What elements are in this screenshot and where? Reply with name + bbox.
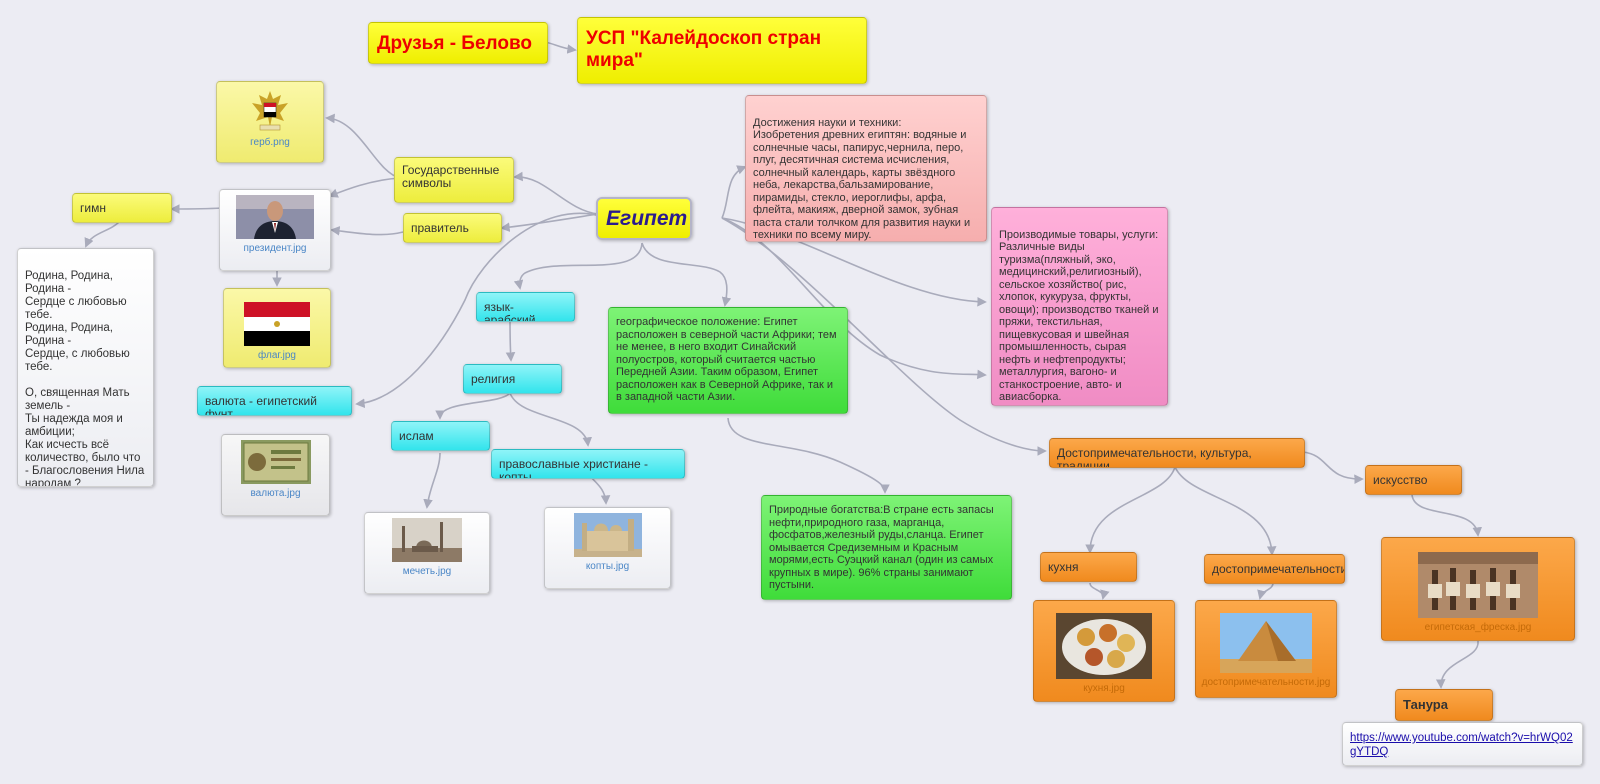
mosque-photo-icon [392,518,462,562]
science-text: Достижения науки и техники: Изобретения … [753,116,971,242]
pyramid-photo-icon [1220,613,1312,673]
art-image-node[interactable]: египетская_фреска.jpg [1381,537,1575,641]
ruler-node[interactable]: правитель [403,213,502,243]
geo-position-text: географическое положение: Египет располо… [616,316,837,403]
coptic-church-icon [573,513,642,557]
tanura-node[interactable]: Танура [1395,689,1493,721]
mosque-image-node[interactable]: мечеть.jpg [364,512,490,594]
language-node[interactable]: язык- арабский [476,292,575,322]
friends-belovo-node[interactable]: Друзья - Белово [368,22,548,64]
religion-label: религия [471,372,516,386]
banknote-icon [240,440,311,484]
anthem-text: Родина, Родина, Родина - Сердце с любовь… [25,270,145,487]
currency-caption[interactable]: валюта.jpg [250,488,301,499]
state-symbols-label: Государственные символы [402,163,500,190]
anthem-node[interactable]: гимн [72,193,172,223]
food-photo-icon [1056,613,1152,679]
ruler-label: правитель [411,221,469,235]
state-symbols-node[interactable]: Государственные символы [394,157,514,203]
sights-culture-label: Достопримечательности, культура, традици… [1057,446,1252,468]
natural-resources-node[interactable]: Природные богатства:В стране есть запасы… [761,495,1012,600]
youtube-link[interactable]: https://www.youtube.com/watch?v=hrWQ02gY… [1350,732,1573,758]
egypt-label: Египет [606,207,688,230]
sights-node[interactable]: достопримечательности [1204,554,1345,584]
anthem-label: гимн [80,201,106,215]
president-caption[interactable]: президент.jpg [243,243,307,254]
friends-belovo-label: Друзья - Белово [377,33,532,54]
flag-caption[interactable]: флаг.jpg [258,350,296,361]
natural-resources-text: Природные богатства:В стране есть запасы… [769,504,994,591]
currency-label: валюта - египетский фунт [205,394,317,416]
egypt-flag-icon [244,302,310,346]
flag-node[interactable]: флаг.jpg [223,288,331,368]
islam-node[interactable]: ислам [391,421,490,451]
islam-label: ислам [399,429,434,443]
mosque-caption[interactable]: мечеть.jpg [402,566,452,577]
usp-title-label: УСП "Калейдоскоп стран мира" [586,28,822,71]
president-photo-icon [236,195,314,239]
science-node[interactable]: Достижения науки и техники: Изобретения … [745,95,987,242]
sights-image-node[interactable]: достопримечательности.jpg [1195,600,1337,698]
copts-image-node[interactable]: копты.jpg [544,507,671,589]
currency-image-node[interactable]: валюта.jpg [221,434,330,516]
tanura-label: Танура [1403,697,1448,712]
coat-of-arms-node[interactable]: герб.png [216,81,324,163]
egypt-central-node[interactable]: Египет [596,197,692,240]
art-caption[interactable]: египетская_фреска.jpg [1424,622,1532,633]
goods-services-text: Производимые товары, услуги: Различные в… [999,228,1159,404]
art-label: искусство [1373,473,1428,487]
geo-position-node[interactable]: географическое положение: Египет располо… [608,307,848,414]
language-label: язык- арабский [484,300,536,322]
coat-of-arms-caption[interactable]: герб.png [250,137,290,148]
cuisine-label: кухня [1048,560,1079,574]
goods-services-node[interactable]: Производимые товары, услуги: Различные в… [991,207,1168,406]
anthem-text-node[interactable]: Родина, Родина, Родина - Сердце с любовь… [17,248,154,487]
president-node[interactable]: президент.jpg [219,189,331,271]
fresco-photo-icon [1418,552,1538,618]
copts-label: православные христиане - копты [499,457,648,479]
cuisine-node[interactable]: кухня [1040,552,1137,582]
usp-title-node[interactable]: УСП "Калейдоскоп стран мира" [577,17,867,84]
sights-culture-node[interactable]: Достопримечательности, культура, традици… [1049,438,1305,468]
youtube-link-node[interactable]: https://www.youtube.com/watch?v=hrWQ02gY… [1342,722,1583,766]
sights-label: достопримечательности [1212,562,1345,576]
coat-of-arms-icon [252,91,288,131]
sights-caption[interactable]: достопримечательности.jpg [1201,677,1331,688]
copts-caption[interactable]: копты.jpg [585,561,630,572]
cuisine-caption[interactable]: кухня.jpg [1083,683,1125,694]
currency-node[interactable]: валюта - египетский фунт [197,386,352,416]
art-node[interactable]: искусство [1365,465,1462,495]
religion-node[interactable]: религия [463,364,562,394]
cuisine-image-node[interactable]: кухня.jpg [1033,600,1175,702]
copts-node[interactable]: православные христиане - копты [491,449,685,479]
